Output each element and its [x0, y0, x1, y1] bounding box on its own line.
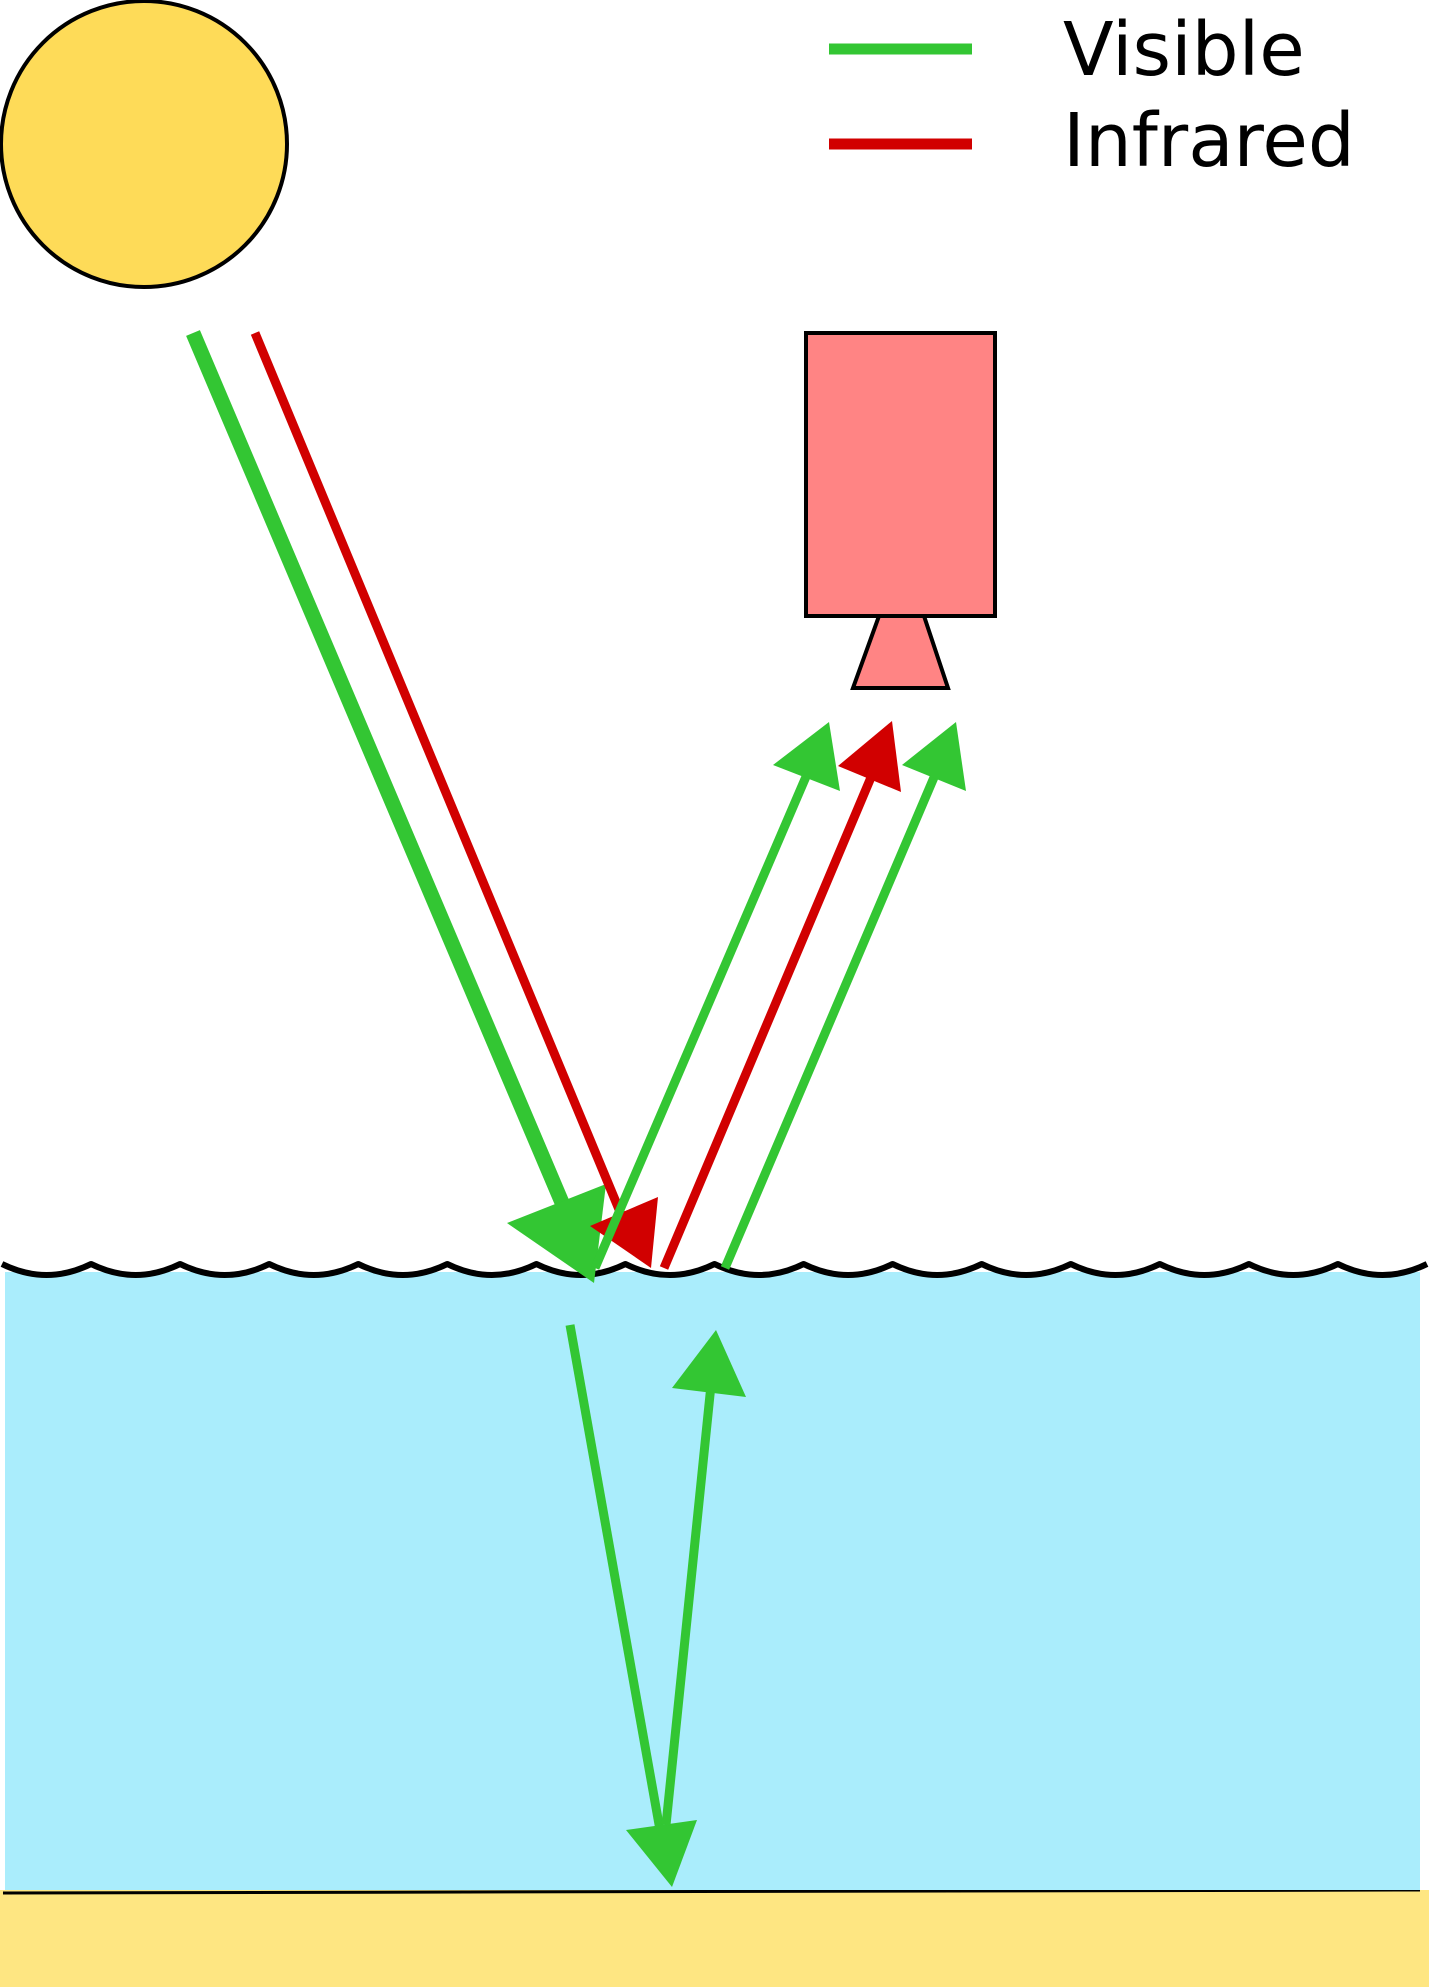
reflected-visible-arrowhead-right [902, 722, 966, 791]
sun [0, 0, 289, 289]
reflected-visible-ray-left [590, 770, 813, 1270]
underwater-visible-arrowhead-up [672, 1330, 746, 1397]
incoming-infrared-ray [250, 331, 628, 1221]
seabed [0, 1890, 1429, 1987]
camera-lens [850, 614, 951, 690]
legend-label-visible: Visible [1063, 7, 1305, 93]
underwater-visible-ray-down [565, 1324, 665, 1831]
incoming-infrared-arrowhead [590, 1197, 658, 1268]
seabed-boundary [2, 1888, 1421, 1895]
legend: Visible Infrared [829, 7, 1355, 184]
legend-label-infrared: Infrared [1063, 98, 1355, 184]
legend-item-infrared: Infrared [829, 98, 1355, 184]
water-surface-waves [0, 1261, 1429, 1278]
legend-item-visible: Visible [829, 7, 1305, 93]
underwater-visible-arrowhead-down [626, 1820, 697, 1887]
reflected-infrared-ray [659, 773, 877, 1270]
incoming-visible-ray [186, 330, 573, 1215]
reflected-visible-ray-right [720, 773, 940, 1270]
underwater-visible-ray-up [661, 1384, 716, 1826]
incoming-visible-arrowhead [507, 1184, 606, 1283]
reflected-infrared-arrowhead [838, 721, 901, 792]
reflected-visible-arrowhead-left [773, 722, 840, 791]
camera-body [804, 331, 997, 618]
